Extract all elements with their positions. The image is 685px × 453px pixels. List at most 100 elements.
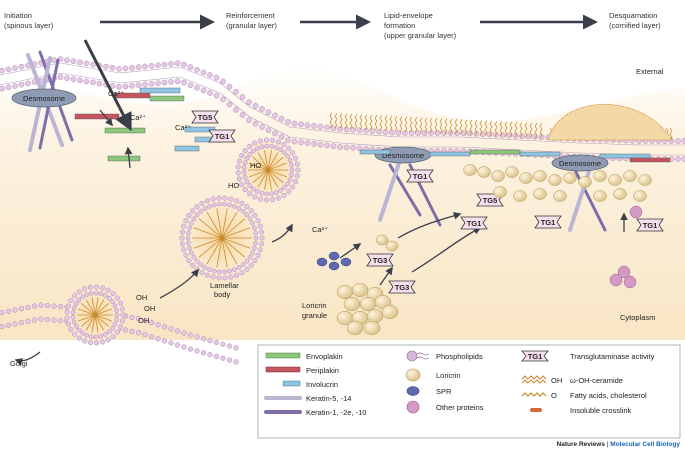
legend-crosslink: Insoluble crosslink <box>570 406 632 415</box>
phospholipid-head <box>220 78 226 85</box>
svg-text:TG3: TG3 <box>395 283 410 292</box>
cytoplasm-label: Cytoplasm <box>620 313 655 322</box>
phospholipid-head <box>168 79 174 85</box>
desmosome-plaque-1 <box>11 88 77 108</box>
phospholipid-head <box>57 74 64 80</box>
other-protein-particle <box>609 273 623 287</box>
lipid-tail <box>394 116 398 132</box>
legend-keratin-1-10: Keratin-1, -2e, -10 <box>306 408 366 417</box>
phospholipid-head <box>259 106 265 112</box>
phospholipid-head <box>343 126 350 133</box>
loricrin-particle <box>351 282 369 298</box>
phospholipid-head <box>356 127 363 134</box>
envelope-protein-bar <box>139 87 181 94</box>
phospholipid-head <box>246 99 252 105</box>
lipid-tail <box>499 121 503 137</box>
phospholipid-head <box>174 78 181 85</box>
stage-initiation-sub: (spinous layer) <box>4 21 54 30</box>
phospholipid-head <box>486 131 493 138</box>
credit-publisher: Nature Reviews <box>557 441 606 448</box>
phospholipid-head <box>122 65 129 72</box>
loricrin-particle <box>346 320 364 336</box>
oh-label-3: OH <box>138 316 149 325</box>
loricrin-particle <box>578 176 592 188</box>
golgi-phospholipid-head <box>187 332 194 338</box>
phospholipid-head <box>252 120 259 127</box>
envelope-protein-bars <box>74 87 671 163</box>
svg-text:TG3: TG3 <box>373 256 388 265</box>
phospholipid-head <box>428 130 434 136</box>
stage-lipid-envelope-sub: formation <box>384 21 415 30</box>
phospholipid-head <box>161 61 168 68</box>
loricrin-particle <box>593 190 607 202</box>
phospholipid-head <box>298 121 304 128</box>
lipid-tail <box>339 113 343 129</box>
phospholipid-head <box>18 63 25 70</box>
envelope-protein-bar <box>74 113 120 120</box>
lipid-tail <box>344 113 348 129</box>
lipid-tail <box>364 114 368 130</box>
phospholipid-head <box>246 117 252 123</box>
legend-swatch-involucrin <box>282 380 301 387</box>
loricrin-particle <box>493 186 507 198</box>
golgi-phospholipid-head <box>38 316 44 322</box>
legend-omega-oh-ceramide: ω-OH-ceramide <box>570 376 623 385</box>
lipid-tail <box>474 120 478 136</box>
lipid-tail <box>449 118 453 135</box>
legend-swatch-crosslink <box>530 408 542 412</box>
legend-envoplakin: Envoplakin <box>306 352 343 361</box>
phospholipid-head <box>454 130 460 136</box>
fusing-lamellar-body <box>235 137 301 203</box>
golgi-phospholipid-head <box>181 330 187 336</box>
lipid-tail <box>494 121 498 137</box>
phospholipid-head <box>0 85 5 92</box>
phospholipid-head <box>330 143 337 150</box>
lipid-tail <box>519 122 523 138</box>
golgi-phospholipid-head <box>233 359 239 365</box>
legend-swatch-omega-oh-ceramide <box>521 375 547 384</box>
golgi-phospholipid-head <box>174 328 181 334</box>
journal-credit: Nature Reviews | Molecular Cell Biology <box>557 441 681 448</box>
spr-particle <box>316 257 328 267</box>
phospholipid-head <box>161 79 168 86</box>
phospholipid-head <box>285 137 291 143</box>
oh-label-1: OH <box>136 293 147 302</box>
phospholipid-head <box>369 128 376 134</box>
phospholipid-head <box>233 107 239 113</box>
phospholipid-head <box>135 64 142 70</box>
golgi-phospholipid-head <box>31 317 38 323</box>
lamellar-body-label-2: body <box>214 290 231 299</box>
envelope-protein-bar <box>174 145 200 152</box>
phospholipid-head <box>155 80 161 86</box>
golgi-phospholipid-head <box>31 303 38 309</box>
envelope-protein-bar <box>149 95 185 102</box>
phospholipid-head <box>350 145 356 151</box>
golgi-phospholipid-head <box>200 350 207 356</box>
svg-text:TG5: TG5 <box>198 113 213 122</box>
phospholipid-head <box>116 66 122 72</box>
phospholipid-head <box>0 67 5 74</box>
phospholipid-head <box>129 83 135 89</box>
phospholipid-head <box>12 65 18 71</box>
tg-tag: TG3 <box>366 253 394 267</box>
loricrin-particle <box>613 188 627 200</box>
golgi-phospholipid-head <box>25 304 31 311</box>
phospholipid-head <box>337 126 343 132</box>
golgi-phospholipid-head <box>220 341 226 347</box>
lipid-tail <box>389 115 393 132</box>
phospholipid-head <box>415 130 421 136</box>
legend-swatch-transglutaminase: TG1 <box>521 350 549 362</box>
lipid-tail <box>329 112 333 129</box>
golgi-label: Golgi <box>10 359 28 368</box>
golgi-phospholipid-head <box>148 320 155 326</box>
envelope-protein-bar <box>184 126 216 133</box>
tg-tag: TG1 <box>406 169 434 183</box>
lipid-tail <box>509 121 513 138</box>
phospholipid-head <box>395 130 402 136</box>
golgi-phospholipid-head <box>51 317 57 323</box>
golgi-phospholipid-head <box>207 352 213 358</box>
golgi-phospholipid-head <box>0 310 5 316</box>
loricrin-particle <box>477 166 491 178</box>
membrane-outer-leaflet <box>0 62 685 146</box>
legend-loricrin: Loricrin <box>436 371 461 380</box>
